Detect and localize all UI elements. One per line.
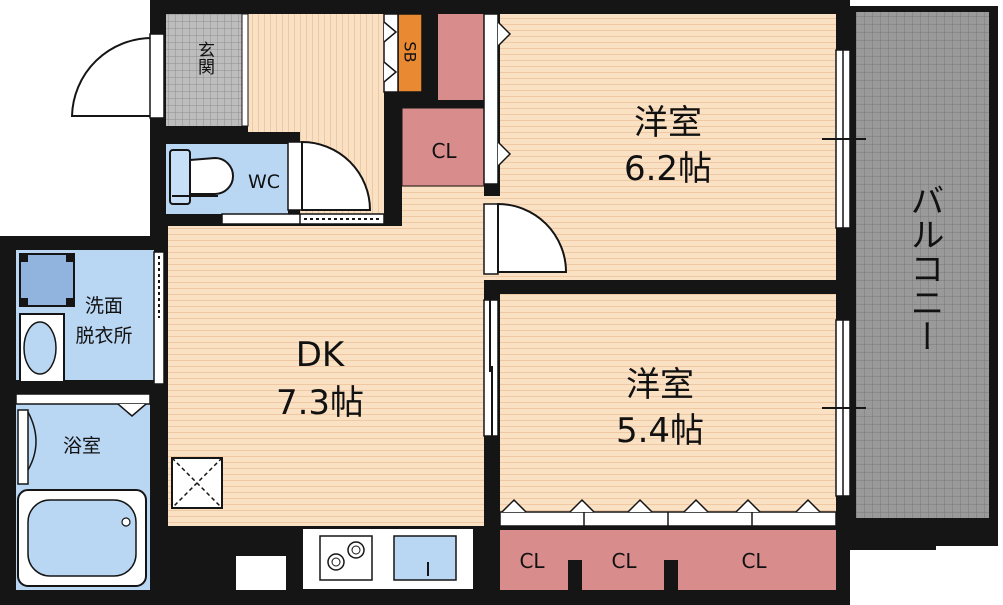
entrance-floor <box>166 14 242 126</box>
wc-door[interactable] <box>301 140 372 211</box>
western-room-2-floor <box>500 294 836 516</box>
toilet-icon <box>169 149 234 205</box>
washroom-label-line2: 脱衣所 <box>75 325 132 347</box>
closet-doors[interactable] <box>499 498 837 527</box>
hallway-floor <box>248 14 384 132</box>
washroom-door[interactable] <box>153 251 165 385</box>
closet-bottom-3-label: CL <box>741 549 767 573</box>
western-room-2-name: 洋室 <box>626 365 694 405</box>
sliding-door[interactable] <box>483 299 499 437</box>
western-room-1-window[interactable] <box>822 49 866 229</box>
washbasin-icon <box>19 313 65 383</box>
washing-machine-icon <box>19 253 75 307</box>
shoebox-label: SB <box>401 41 420 62</box>
shoebox <box>397 13 423 93</box>
closet-top <box>401 107 485 187</box>
bathroom-label: 浴室 <box>63 435 101 457</box>
closets-bottom: CL CL CL <box>500 530 836 590</box>
stove-icon <box>327 541 365 571</box>
dk-size: 7.3帖 <box>276 383 364 423</box>
entrance-label: 玄関 <box>194 41 214 75</box>
western-room-1-size: 6.2帖 <box>624 149 712 189</box>
western-room-1-name: 洋室 <box>634 103 702 143</box>
dk-name: DK <box>296 335 346 375</box>
kitchen-counter <box>301 527 475 591</box>
wc-label: WC <box>248 171 280 193</box>
bathtub-icon <box>17 489 147 587</box>
western-room-2-size: 5.4帖 <box>616 411 704 451</box>
closet-bottom-2-label: CL <box>611 549 637 573</box>
closet-bottom-1-label: CL <box>519 549 545 573</box>
balcony-label: バルコニー <box>904 183 944 353</box>
closet-top-label: CL <box>431 139 457 163</box>
sink-icon <box>393 535 457 581</box>
western-room-1-door[interactable] <box>483 202 568 275</box>
balcony <box>848 6 998 550</box>
western-room-2-window[interactable] <box>822 319 866 497</box>
washroom-label-line1: 洗面 <box>85 295 123 317</box>
entrance-door[interactable] <box>70 33 165 119</box>
fridge-space-icon <box>171 457 223 509</box>
